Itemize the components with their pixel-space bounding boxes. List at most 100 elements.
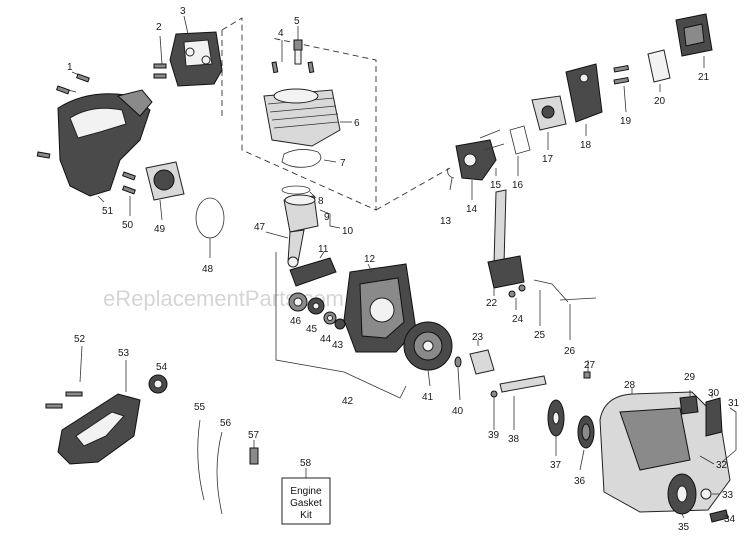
label-19: 19 [620, 116, 632, 127]
kit-line-1: Engine [290, 486, 322, 497]
part-50-screws [121, 171, 136, 216]
part-52-screws [45, 345, 83, 409]
label-49: 49 [154, 224, 166, 235]
label-16: 16 [512, 180, 524, 191]
label-56: 56 [220, 418, 232, 429]
part-43-seal [334, 318, 346, 330]
label-28: 28 [624, 380, 636, 391]
part-56-fuel-line [216, 431, 223, 515]
part-36-pulley [577, 415, 595, 471]
part-16-gasket [509, 125, 531, 176]
label-8: 8 [318, 196, 324, 207]
label-12: 12 [364, 254, 376, 265]
kit-line-3: Kit [300, 510, 312, 521]
part-46-bearing [288, 292, 308, 312]
part-17-carburetor [531, 95, 567, 150]
label-36: 36 [574, 476, 586, 487]
label-1: 1 [67, 62, 73, 73]
part-45-seal [307, 297, 325, 315]
kit-line-2: Gasket [290, 498, 322, 509]
label-53: 53 [118, 348, 130, 359]
label-45: 45 [306, 324, 318, 335]
part-42-group-bracket [275, 252, 407, 399]
part-18-air-box [565, 63, 603, 136]
part-12-crankcase [343, 263, 417, 353]
label-24: 24 [512, 314, 524, 325]
label-17: 17 [542, 154, 554, 165]
part-22-fuel-tank [487, 189, 525, 296]
part-27-clip [583, 360, 591, 379]
part-33-washer [700, 488, 720, 500]
part-23-shaft [469, 340, 495, 375]
label-11: 11 [318, 244, 329, 255]
part-55-fuel-line [197, 419, 205, 501]
label-20: 20 [654, 96, 666, 107]
part-13-clip [447, 167, 455, 191]
label-37: 37 [550, 460, 562, 471]
part-4-screws [271, 40, 315, 74]
part-26-cable [559, 297, 597, 340]
label-10: 10 [342, 226, 354, 237]
part-37-pulley [547, 399, 565, 456]
label-33: 33 [722, 490, 734, 501]
label-30: 30 [708, 388, 720, 399]
label-55: 55 [194, 402, 206, 413]
label-23: 23 [472, 332, 484, 343]
label-14: 14 [466, 204, 478, 215]
label-42: 42 [342, 396, 354, 407]
label-58: 58 [300, 458, 312, 469]
label-38: 38 [508, 434, 520, 445]
part-2-screws [153, 35, 167, 79]
label-31: 31 [728, 398, 740, 409]
label-32: 32 [716, 460, 728, 471]
part-5-spark-plug [293, 26, 303, 65]
label-34: 34 [724, 514, 736, 525]
label-57: 57 [248, 430, 260, 441]
part-10-piston [283, 194, 341, 233]
part-34-clip [709, 509, 729, 523]
part-15-screws [479, 129, 505, 176]
part-19-screws [613, 64, 630, 113]
part-48-o-ring [195, 197, 225, 258]
label-22: 22 [486, 298, 498, 309]
label-3: 3 [180, 6, 186, 17]
label-48: 48 [202, 264, 214, 275]
part-8-piston-ring [281, 185, 317, 199]
part-3-filter-cover [169, 15, 223, 87]
part-6-cylinder [263, 88, 352, 147]
label-2: 2 [156, 22, 162, 33]
part-29-pawl [679, 390, 699, 415]
label-47: 47 [254, 222, 266, 233]
part-35-reel [667, 473, 697, 519]
part-11-crankshaft [289, 251, 337, 287]
part-41-flywheel [403, 321, 453, 387]
part-24-screws [508, 284, 526, 310]
label-13: 13 [440, 216, 452, 227]
part-14-intake-manifold [455, 139, 497, 200]
label-18: 18 [580, 140, 592, 151]
label-40: 40 [452, 406, 464, 417]
assembly-dashed-lines [221, 17, 451, 211]
label-25: 25 [534, 330, 546, 341]
label-35: 35 [678, 522, 690, 533]
part-20-filter [647, 49, 671, 92]
label-50: 50 [122, 220, 134, 231]
part-30-handle [705, 394, 723, 437]
part-25-cable [533, 279, 569, 326]
label-21: 21 [698, 72, 710, 83]
part-57-fitting [249, 440, 259, 465]
part-51-left-housing [57, 89, 153, 203]
part-28-starter-housing [599, 388, 731, 513]
part-21-filter-cover [675, 13, 713, 68]
label-39: 39 [488, 430, 500, 441]
part-40-washer [454, 356, 462, 401]
label-27: 27 [584, 360, 596, 371]
part-1-screws [36, 71, 90, 159]
label-41: 41 [422, 392, 434, 403]
label-9: 9 [324, 212, 330, 223]
part-53-guard [57, 360, 141, 465]
label-54: 54 [156, 362, 168, 373]
part-31-rope [721, 407, 737, 463]
part-39-screw [490, 390, 498, 430]
